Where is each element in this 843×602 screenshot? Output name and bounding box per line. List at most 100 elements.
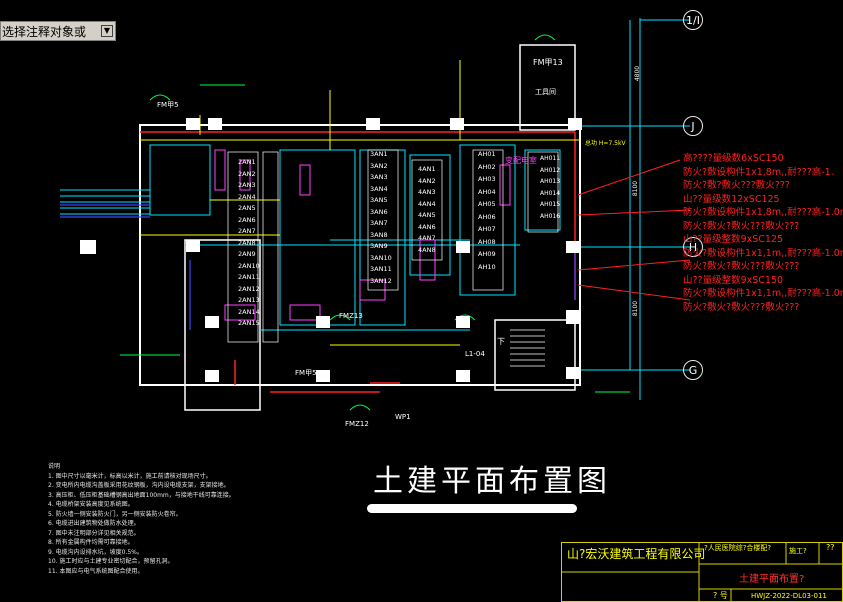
cable-spec-label: 防火?敷设构件1x1,1m,,耐???高-1.0m bbox=[683, 247, 843, 259]
note-line: 说明 bbox=[48, 463, 61, 470]
fire-door-label: FM甲5 bbox=[295, 369, 317, 377]
drawing-name: 土建平面布置? bbox=[739, 574, 805, 585]
fire-door-label: FM甲5 bbox=[157, 101, 179, 109]
cabinet-label: 2AN11 bbox=[238, 273, 260, 281]
cabinet-label: AH015 bbox=[540, 201, 561, 208]
note-line: 3. 高压柜、低压柜基础槽钢高出地面100mm，与接地干线可靠连接。 bbox=[48, 491, 235, 499]
outer-wall bbox=[139, 124, 581, 386]
cabinet-label: 2AN13 bbox=[238, 296, 260, 304]
cabinet-label: 2AN7 bbox=[238, 227, 256, 235]
cabinet-label: 2AN15 bbox=[238, 319, 260, 327]
cabinet-label: AH07 bbox=[478, 225, 496, 233]
cabinet-label: 3AN10 bbox=[370, 253, 392, 262]
cabinet-label: 4AN2 bbox=[418, 176, 436, 185]
cabinet-label: 3AN6 bbox=[370, 207, 388, 216]
axis-bubble-h: H bbox=[683, 237, 703, 257]
dimension-label: 8100 bbox=[632, 180, 640, 197]
room-label: 下 bbox=[497, 337, 505, 346]
cabinet-label: 3AN3 bbox=[370, 173, 388, 181]
drawing-number: HWJZ-2022-DL03-011 bbox=[751, 592, 827, 600]
note-line: 6. 电缆进出建筑物处做防水处理。 bbox=[48, 520, 140, 527]
cable-spec-label: 山??量级数12xSC125 bbox=[683, 193, 780, 205]
yellow-lines bbox=[140, 60, 580, 346]
cabinet-label: AH10 bbox=[478, 262, 496, 271]
cabinet-label: 2AN2 bbox=[238, 169, 256, 178]
room-label: 工具间 bbox=[535, 88, 556, 96]
cabinet-label: 3AN2 bbox=[370, 161, 388, 170]
power-label: 总功 H=7.5kV bbox=[585, 140, 626, 147]
cabinet-label: 2AN14 bbox=[238, 307, 260, 316]
cabinet-label: 2AN12 bbox=[238, 284, 260, 293]
cabinet-label: AH012 bbox=[540, 166, 561, 174]
cabinet-label: 3AN7 bbox=[370, 219, 388, 227]
cabinet-label: AH01 bbox=[478, 150, 496, 158]
cabinet-label: 3AN1 bbox=[370, 150, 388, 158]
cabinet-label: 2AN4 bbox=[238, 192, 256, 201]
cabinet-label: AH013 bbox=[540, 178, 561, 185]
columns bbox=[80, 118, 582, 382]
cabinet-label: 4AN3 bbox=[418, 188, 436, 196]
axis-bubble-j: J bbox=[683, 116, 703, 136]
cable-spec-label: 山??量级整数9xSC125 bbox=[683, 234, 784, 245]
design-notes: 说明 1. 图中尺寸以毫米计，标高以米计，施工前请核对现场尺寸。 2. 变电所内电缆… bbox=[48, 462, 348, 576]
note-line: 8. 所有金属构件均需可靠接地。 bbox=[48, 539, 134, 546]
chevron-down-icon[interactable]: ▼ bbox=[101, 25, 113, 37]
cabinet-label: 2AN8 bbox=[238, 238, 256, 247]
cabinet-label: 4AN1 bbox=[418, 165, 436, 173]
axis-bubble-g: G bbox=[683, 360, 703, 380]
cabinet-grid bbox=[227, 149, 559, 343]
cabinet-label: AH016 bbox=[540, 212, 561, 220]
cabinet-label: 3AN4 bbox=[370, 184, 388, 193]
stage-cell: 施工? bbox=[789, 547, 807, 555]
note-line: 7. 图中未注明部分详见相关规范。 bbox=[48, 529, 140, 537]
equipment-hatch bbox=[214, 149, 511, 321]
cabinet-label: AH04 bbox=[478, 187, 496, 196]
cable-spec-label: 防火?敷火?敷火???敷火??? bbox=[683, 261, 800, 272]
cabinet-label: 3AN9 bbox=[370, 242, 388, 250]
leader-lines bbox=[577, 159, 691, 301]
cabinet-label: 4AN5 bbox=[418, 211, 436, 219]
note-line: 1. 图中尺寸以毫米计，标高以米计，施工前请核对现场尺寸。 bbox=[48, 472, 212, 480]
dimension-label: 8100 bbox=[632, 300, 640, 317]
cabinet-label: AH09 bbox=[478, 250, 496, 258]
company-name: 山?宏沃建筑工程有限公司 bbox=[567, 547, 706, 561]
note-line: 2. 变电所内电缆沟盖板采用花纹钢板，沟内设电缆支架，支架接地。 bbox=[48, 482, 230, 489]
annotation-object-dropdown[interactable]: 选择注释对象或 ▼ bbox=[0, 21, 116, 41]
room-label: L1-04 bbox=[465, 350, 485, 358]
cabinet-label: AH011 bbox=[540, 155, 561, 162]
cabinet-label: 2AN1 bbox=[238, 158, 256, 166]
stair-room bbox=[494, 319, 576, 391]
dropdown-text: 选择注释对象或 bbox=[2, 24, 87, 39]
cabinet-label: 4AN4 bbox=[418, 199, 436, 208]
dimension-label: 4800 bbox=[634, 65, 642, 82]
cable-spec-label: 防火?敷火?敷火???敷火??? bbox=[683, 220, 800, 232]
cabinet-label: AH08 bbox=[478, 237, 496, 246]
cabinet-label: 3AN5 bbox=[370, 196, 388, 204]
cabinet-label: AH06 bbox=[478, 212, 496, 221]
green-lines bbox=[120, 34, 630, 411]
cable-spec-label: 高????量级数6xSC150 bbox=[683, 153, 784, 164]
cable-spec-label: 山??量级整数9xSC150 bbox=[683, 274, 784, 286]
title-cell: ?? bbox=[826, 543, 835, 552]
project-name: ?人民医院综?合楼配? bbox=[704, 544, 772, 552]
room-label: 变配电室 bbox=[505, 156, 537, 165]
cabinet-label: 3AN11 bbox=[370, 265, 392, 273]
note-line: 9. 电缆沟内设排水坑，坡度0.5%。 bbox=[48, 548, 143, 556]
cabinet-label: AH03 bbox=[478, 175, 496, 183]
cabinet-label: AH02 bbox=[478, 162, 496, 171]
cable-spec-label: 防火?敷设构件1x1,8m,,耐???高-1. bbox=[683, 166, 834, 178]
cabinet-label: 2AN5 bbox=[238, 204, 256, 212]
note-line: 4. 电缆桥架安装高度见系统图。 bbox=[48, 501, 134, 508]
cabinet-label: 3AN8 bbox=[370, 230, 388, 239]
cabinet-label: 2AN9 bbox=[238, 250, 256, 258]
left-annex-wall bbox=[184, 239, 261, 411]
cabinet-label: 2AN6 bbox=[238, 215, 256, 224]
cable-spec-label: 防火?敷设构件1x1,1m,,耐???高-1.0m bbox=[683, 288, 843, 299]
stairs bbox=[510, 329, 545, 367]
cabinet-label: AH014 bbox=[540, 189, 561, 197]
cabinet-label: AH05 bbox=[478, 200, 496, 208]
axis-bubble-1i: 1/I bbox=[683, 10, 703, 30]
number-label: ? 号 bbox=[713, 591, 728, 600]
cabinet-label: 2AN3 bbox=[238, 181, 256, 189]
